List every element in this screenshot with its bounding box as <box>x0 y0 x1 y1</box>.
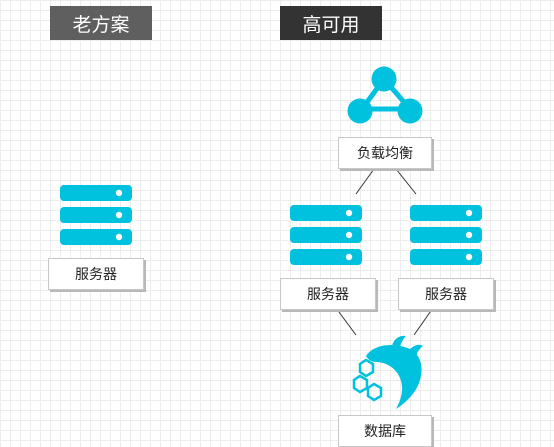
connector-lb-to-server-1 <box>355 168 375 195</box>
connector-server-1-to-db <box>335 307 357 336</box>
ha-server-1-label: 服务器 <box>280 278 376 310</box>
old-plan-title: 老方案 <box>50 6 152 40</box>
load-balancer-icon <box>347 66 423 124</box>
server-icon <box>290 205 362 265</box>
diagram-canvas <box>60 66 482 409</box>
high-availability-title: 高可用 <box>280 6 382 40</box>
connector-server-2-to-db <box>413 307 434 336</box>
server-icon <box>60 185 132 245</box>
ha-server-2-label: 服务器 <box>398 278 494 310</box>
load-balancer-label: 负载均衡 <box>338 137 432 169</box>
old-server-label: 服务器 <box>48 258 144 290</box>
database-label: 数据库 <box>338 415 432 447</box>
mysql-dolphin-icon <box>352 335 423 409</box>
connector-lb-to-server-2 <box>395 168 417 195</box>
connectors <box>335 168 434 336</box>
server-icon <box>410 205 482 265</box>
